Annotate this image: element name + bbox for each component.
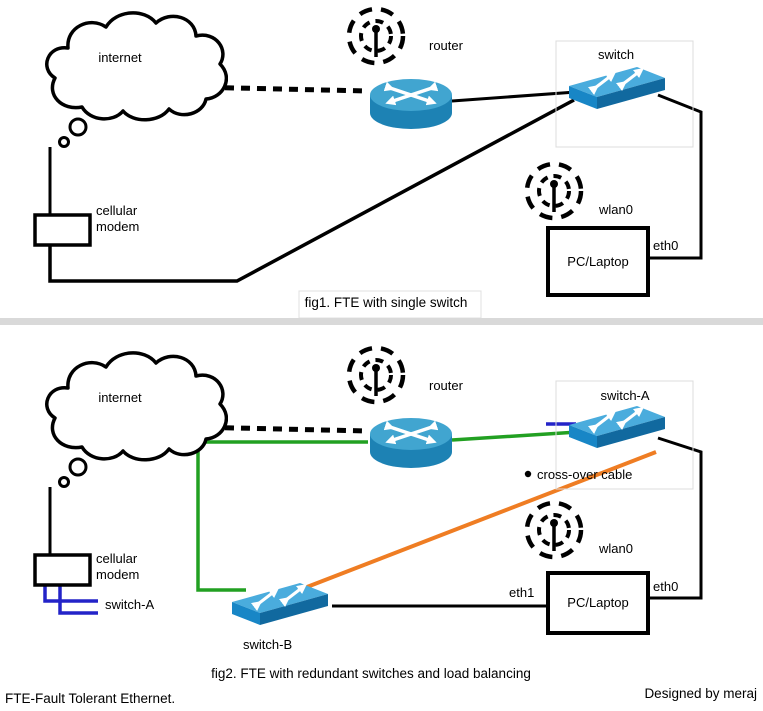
orange-crossover-cable (293, 450, 657, 594)
cellular-modem-box (33, 553, 92, 587)
internet-label: internet (98, 390, 142, 405)
switch-icon (569, 67, 665, 109)
router-label: router (429, 38, 464, 53)
switch-to-pc-cable (650, 93, 703, 260)
modem-label-line1: cellular (96, 551, 138, 566)
router-wireless-signal-icon (349, 348, 403, 402)
switch-a-to-pc-cable (650, 436, 703, 600)
fig1-caption: fig1. FTE with single switch (305, 295, 468, 310)
internet-cloud-icon (45, 11, 228, 149)
figure-separator (0, 318, 763, 325)
figure1: internet router switch cellular modem wl… (33, 9, 703, 319)
pc-laptop-box (546, 571, 650, 635)
pc-laptop-box (546, 226, 650, 297)
eth1-label: eth1 (509, 585, 534, 600)
modem-label-line2: modem (96, 567, 139, 582)
footer-note: FTE-Fault Tolerant Ethernet. (5, 691, 175, 706)
green-cable-router-to-switch-a (451, 430, 579, 442)
modem-label-line1: cellular (96, 203, 138, 218)
wlan0-label: wlan0 (598, 202, 633, 217)
pc-laptop-label: PC/Laptop (567, 254, 628, 269)
internet-to-router-dashed-cable (192, 424, 368, 434)
fig2-caption: fig2. FTE with redundant switches and lo… (211, 666, 531, 681)
switch-b-label: switch-B (243, 637, 292, 652)
pc-laptop-label: PC/Laptop (567, 595, 628, 610)
green-cable-router-to-switch-b (196, 440, 368, 592)
switch-a-frame-artifact (555, 380, 694, 490)
modem-cable-destination-label: switch-A (105, 597, 154, 612)
switch-b-icon (232, 583, 328, 625)
router-label: router (429, 378, 464, 393)
wlan-signal-icon (527, 503, 581, 557)
blue-modem-cable-1 (43, 585, 98, 603)
credit-text: Designed by meraj (644, 686, 757, 701)
eth0-label: eth0 (653, 579, 678, 594)
internet-to-router-dashed-cable (192, 84, 368, 94)
crossover-bullet (524, 470, 532, 478)
router-wireless-signal-icon (349, 9, 403, 63)
router-to-switch-cable (451, 90, 577, 103)
eth0-label: eth0 (653, 238, 678, 253)
modem-label-line2: modem (96, 219, 139, 234)
cellular-modem-box (33, 213, 92, 247)
router-icon (370, 79, 452, 129)
figure2: internet router switch-A cross-over cabl… (33, 348, 703, 681)
switch-frame-artifact (555, 40, 694, 148)
switch-a-icon (569, 406, 665, 448)
crossover-cable-label: cross-over cable (537, 467, 632, 482)
wlan0-label: wlan0 (598, 541, 633, 556)
switch-label: switch (598, 47, 634, 62)
blue-modem-cable-2 (58, 585, 98, 615)
switch-a-label: switch-A (600, 388, 649, 403)
internet-label: internet (98, 50, 142, 65)
router-icon (370, 418, 452, 468)
wlan-signal-icon (527, 164, 581, 218)
modem-to-switch-cable (48, 98, 575, 283)
